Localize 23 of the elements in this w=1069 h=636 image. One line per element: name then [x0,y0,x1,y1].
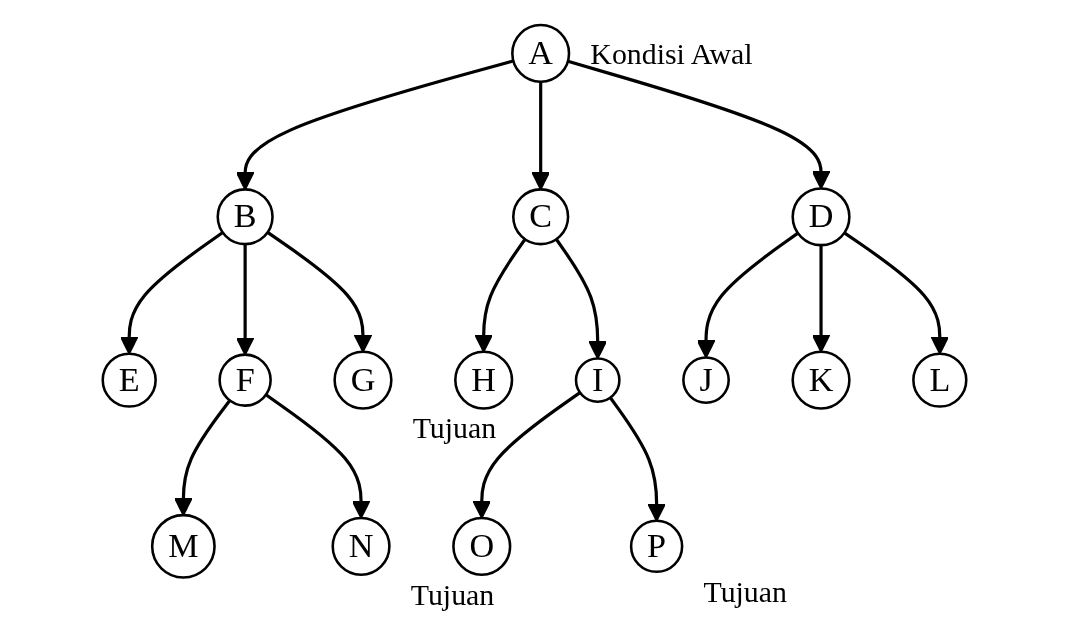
node-circle: I [574,357,621,404]
node-circle: P [629,519,684,574]
node-circle: O [452,516,512,576]
node-caption: Kondisi Awal [590,37,753,71]
node-circle: J [682,356,730,405]
node-caption: Tujuan [410,577,495,611]
arrow [265,393,371,519]
node-circle: M [150,513,216,579]
node-circle: B [216,188,274,246]
node-circle: K [791,350,851,410]
node-circle: L [912,352,968,408]
arrow [173,399,232,516]
node-circle: H [454,350,514,410]
node-circle: N [331,516,391,576]
node-caption: Tujuan [703,574,787,608]
arrow [472,391,581,519]
node-circle: C [512,188,570,246]
node-caption: Tujuan [412,411,497,445]
node-circle: D [791,187,851,247]
node-circle: F [218,353,272,407]
node-circle: E [101,352,157,408]
node-circle: G [333,350,393,410]
node-circle: A [511,23,571,83]
